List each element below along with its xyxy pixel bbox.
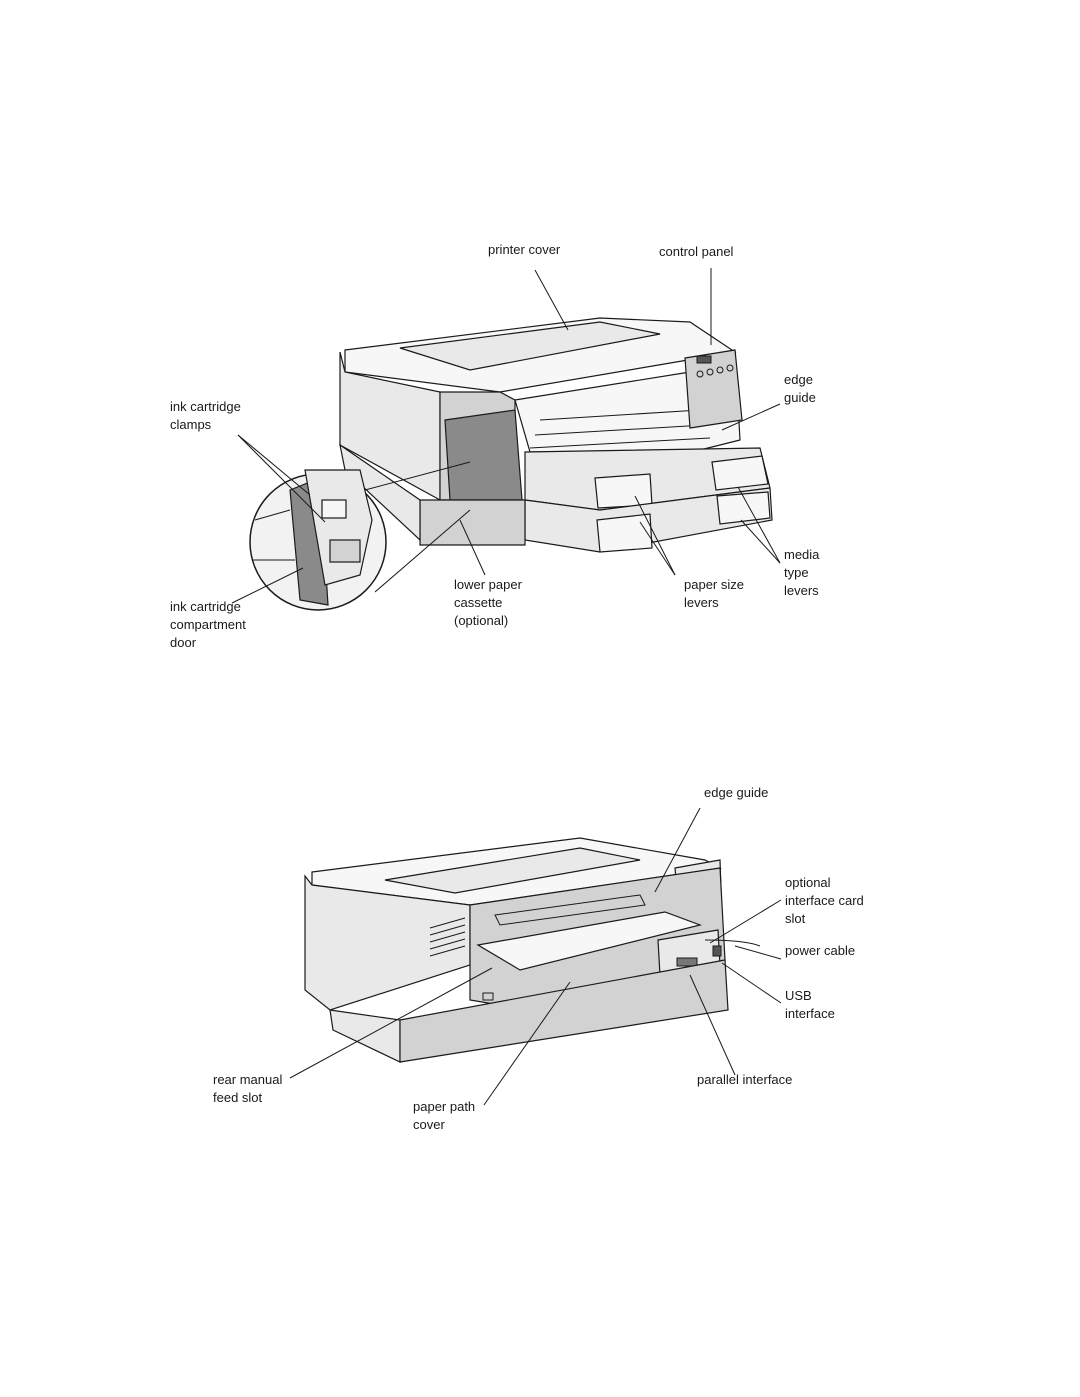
label-parallel-interface: parallel interface: [697, 1072, 793, 1087]
rear-feed-tray-shape: [476, 911, 703, 971]
label-optional-interface-card-slot: optional interface card slot: [785, 875, 864, 926]
label-edge-guide-rear: edge guide: [704, 785, 769, 800]
printer-cover-shape: [399, 321, 661, 371]
label-power-cable: power cable: [785, 943, 856, 958]
label-printer-cover: printer cover: [488, 242, 561, 257]
label-ink-cartridge-clamps: ink cartridge clamps: [170, 399, 241, 432]
control-panel-shape: [684, 349, 743, 429]
label-paper-path-cover: paper path cover: [413, 1099, 476, 1132]
rear-printer-illustration: [304, 837, 761, 1063]
front-printer-illustration: [249, 317, 773, 611]
label-lower-paper-cassette: lower paper cassette (optional): [454, 577, 522, 628]
rear-leader-lines: [289, 807, 782, 1106]
label-edge-guide-front: edge guide: [784, 372, 816, 405]
lower-cassette-shape: [419, 499, 526, 546]
label-ink-cartridge-compartment-door: ink cartridge compartment door: [170, 599, 246, 650]
label-media-type-levers: media type levers: [784, 547, 820, 598]
label-paper-size-levers: paper size levers: [684, 577, 744, 610]
ink-door-shape: [444, 409, 523, 501]
label-usb-interface: USB interface: [785, 988, 835, 1021]
label-rear-manual-feed-slot: rear manual feed slot: [213, 1072, 283, 1105]
label-control-panel: control panel: [659, 244, 734, 259]
front-leader-lines: [231, 268, 781, 604]
